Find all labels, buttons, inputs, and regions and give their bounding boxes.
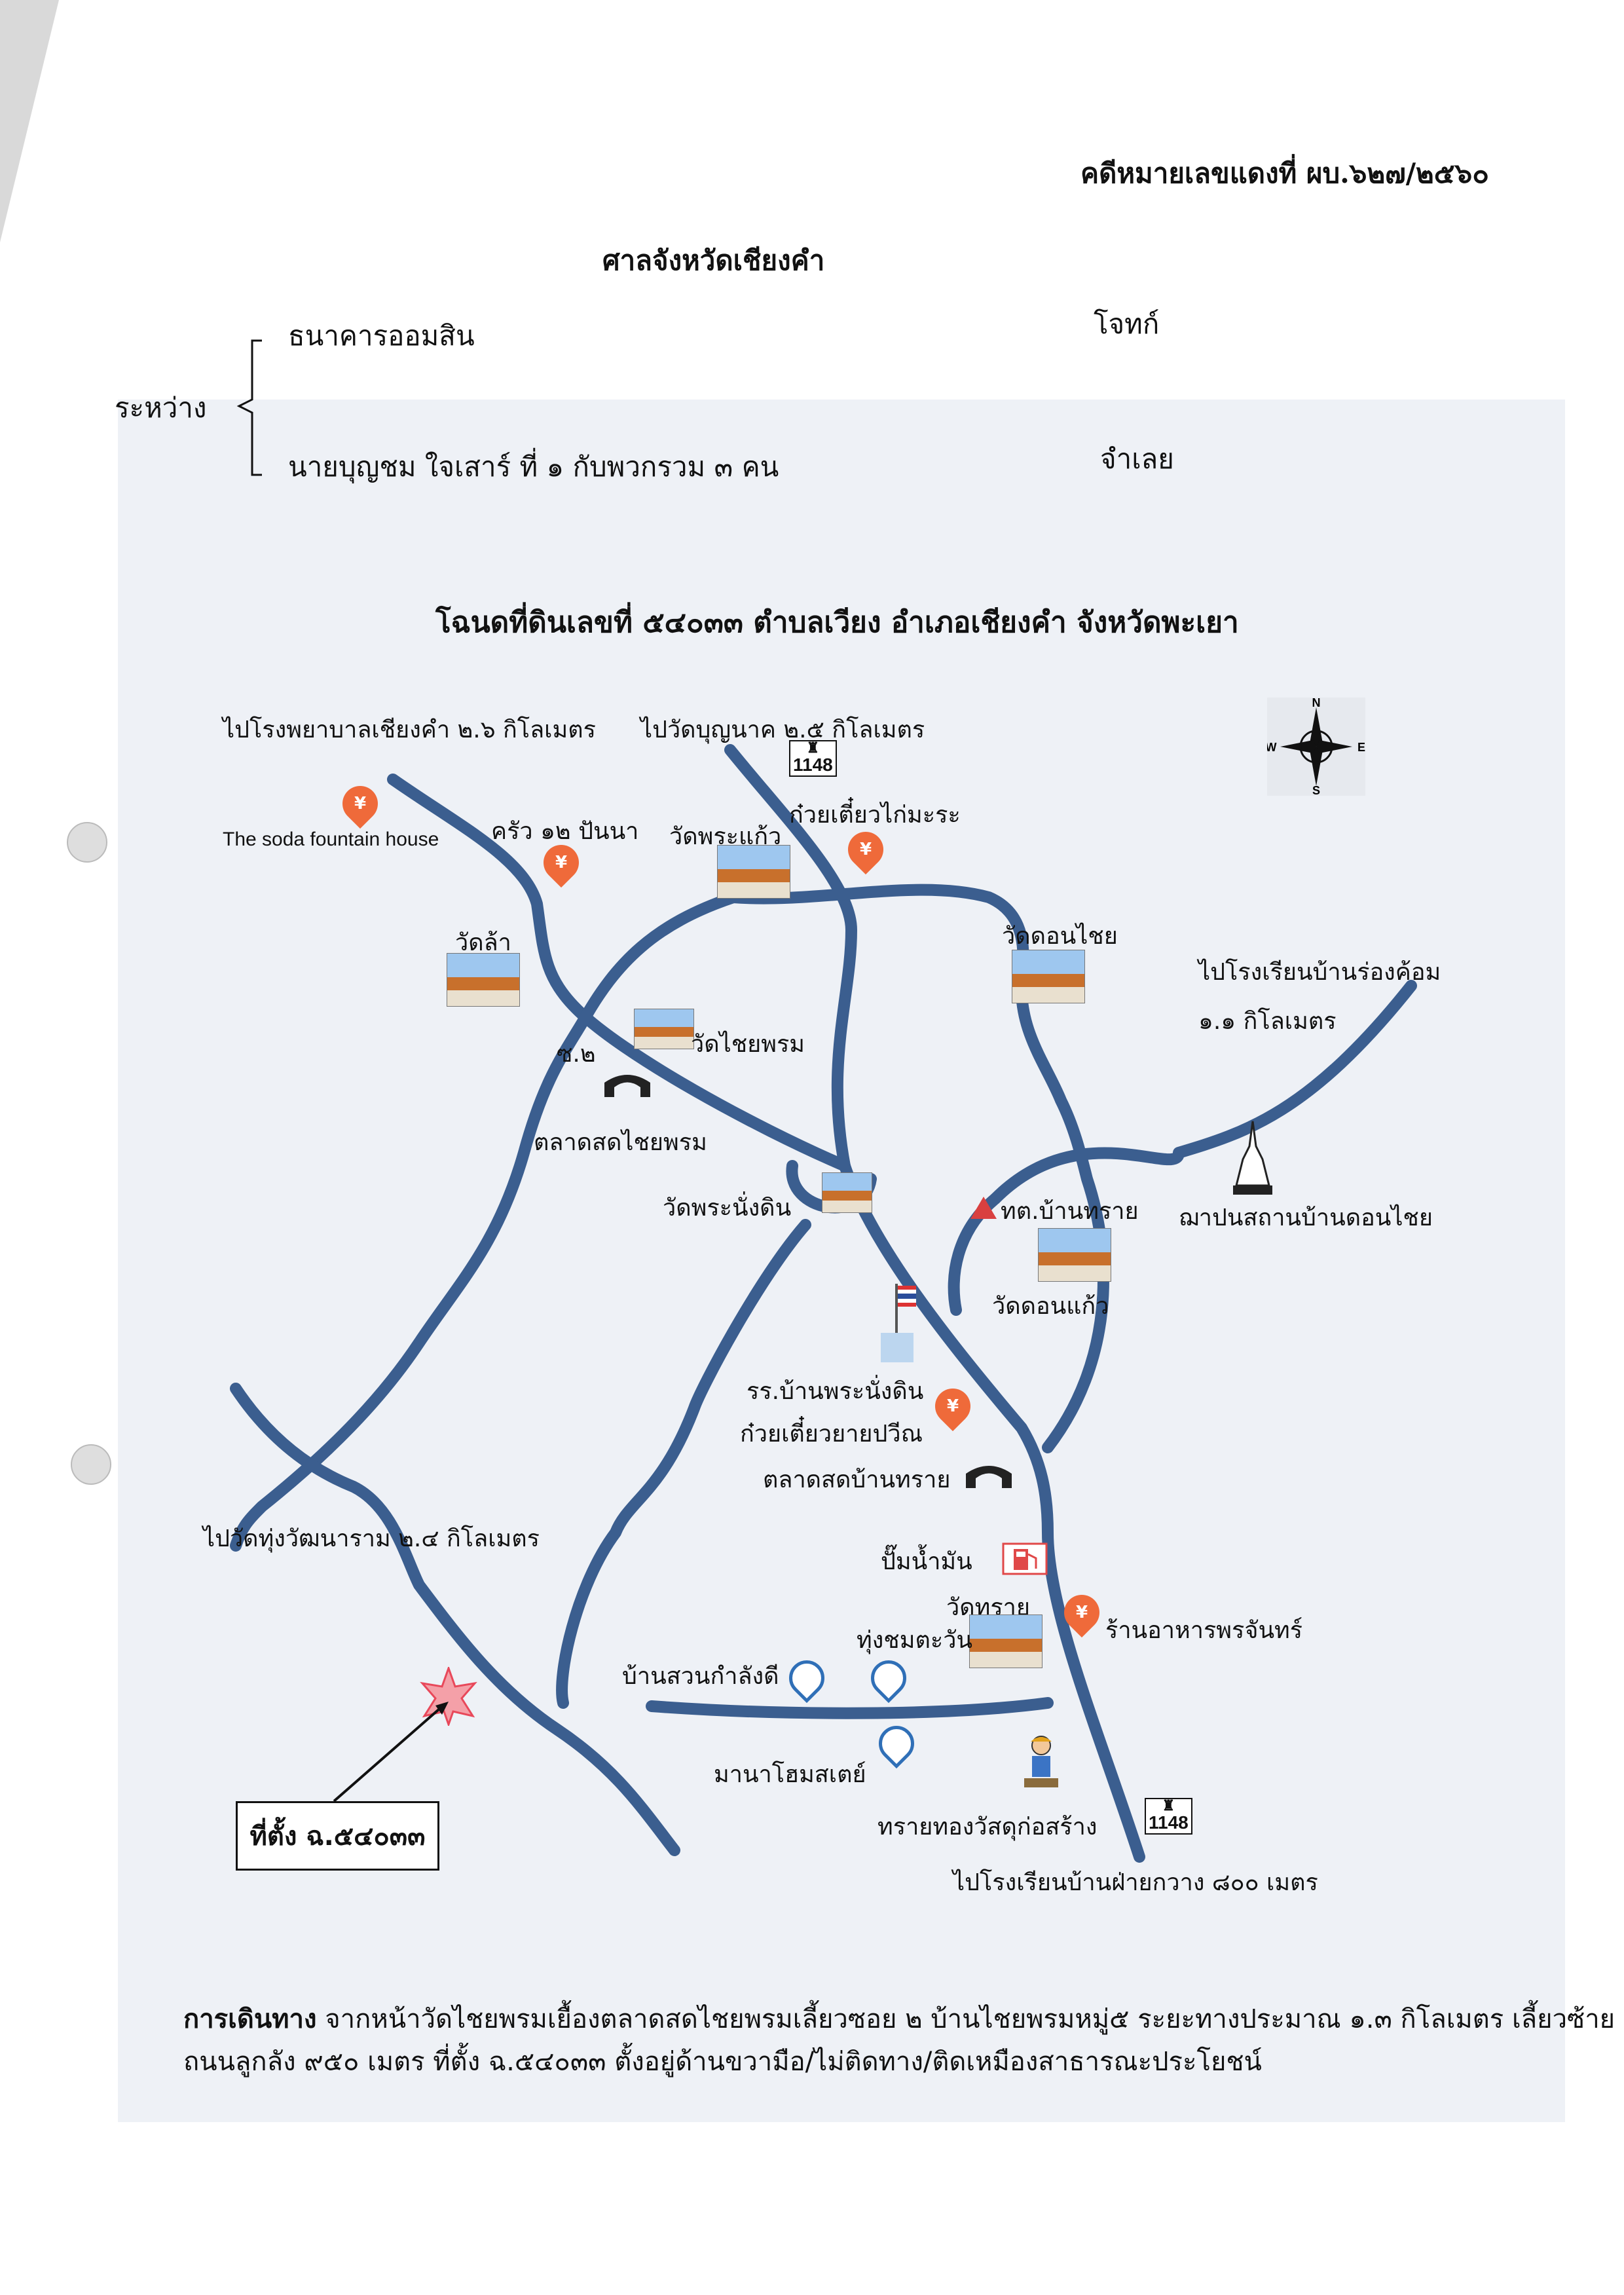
case-number: คดีหมายเลขแดงที่ ผบ.๖๒๗/๒๕๖๐ xyxy=(1080,157,1489,189)
road-south-local xyxy=(646,1697,1054,1719)
temple-icon-phra-nang-din xyxy=(822,1172,872,1213)
road-west-diagonal xyxy=(230,891,739,1552)
directions-line2: ถนนลูกลัง ๙๕๐ เมตร ที่ตั้ง ฉ.๕๔๐๓๓ ตั้งอ… xyxy=(183,2047,1262,2077)
compass-n: N xyxy=(1312,698,1321,709)
label-market-chai-phrom: ตลาดสดไชยพรม xyxy=(534,1129,707,1156)
fork-knife-icon: ¥ xyxy=(555,853,568,872)
defendant-role: จำเลย xyxy=(1100,443,1174,475)
label-chapanasathan: ฌาปนสถานบ้านดอนไชย xyxy=(1179,1204,1433,1231)
gas-pump-icon xyxy=(1002,1542,1048,1575)
label-kuay-tiew-kai: ก๋วยเตี๋ยวไก่มะระ xyxy=(789,802,961,829)
market-icon-ban-sai xyxy=(966,1466,1012,1488)
fork-knife-icon: ¥ xyxy=(354,794,367,813)
road-main-highway xyxy=(724,744,1145,1863)
label-to-school-rong-khom-2: ๑.๑ กิโลเมตร xyxy=(1198,1008,1337,1035)
temple-icon-phra-kaeo xyxy=(717,845,790,899)
compass-s: S xyxy=(1312,784,1320,796)
road-southwest xyxy=(230,1383,680,1856)
label-thung-chom: ทุ่งชมตะวัน xyxy=(857,1627,973,1654)
defendant-name: นายบุญชม ใจเสาร์ ที่ ๑ กับพวกรวม ๓ คน xyxy=(288,451,779,483)
label-to-wat-bunnak: ไปวัดบุญนาค ๒.๕ กิโลเมตร xyxy=(640,717,925,743)
label-market-ban-sai: ตลาดสดบ้านทราย xyxy=(763,1466,951,1493)
food-pin-khrua: ¥ xyxy=(536,837,587,888)
brace xyxy=(236,339,262,476)
food-pin-soda: ¥ xyxy=(335,778,386,829)
label-to-wat-thung: ไปวัดทุ่งวัฒนาราม ๒.๔ กิโลเมตร xyxy=(203,1525,540,1552)
label-wat-don-kaeo: วัดดอนแก้ว xyxy=(992,1293,1109,1320)
triangle-marker-icon xyxy=(970,1197,997,1219)
label-kuay-tiew-yai: ก๋วยเตี๋ยวยายปวีณ xyxy=(740,1421,923,1447)
compass-icon: N S W E xyxy=(1267,698,1365,796)
property-star-marker-icon xyxy=(420,1667,477,1726)
food-pin-kuay-tiew-kai: ¥ xyxy=(840,824,891,875)
construction-worker-icon xyxy=(1024,1736,1058,1787)
label-soi-2: ซ.๒ xyxy=(557,1041,596,1068)
binder-hole-top xyxy=(67,822,107,863)
label-wat-phra-nang-din: วัดพระนั่งดิน xyxy=(663,1195,792,1222)
label-gas-station: ปั๊มน้ำมัน xyxy=(881,1548,972,1575)
temple-icon-don-chai xyxy=(1012,950,1085,1003)
compass-e: E xyxy=(1357,741,1365,754)
binder-hole-bottom xyxy=(71,1444,111,1485)
food-pin-restaurant-phon: ¥ xyxy=(1056,1587,1107,1638)
label-to-school-fai: ไปโรงเรียนบ้านฝ่ายกวาง ๘๐๐ เมตร xyxy=(953,1869,1318,1896)
court-name: ศาลจังหวัดเชียงคำ xyxy=(602,244,825,276)
compass-w: W xyxy=(1267,741,1277,754)
fork-knife-icon: ¥ xyxy=(859,840,872,859)
label-soda-fountain: The soda fountain house xyxy=(223,829,439,850)
school-flag-icon xyxy=(881,1284,916,1362)
temple-icon-wat-la xyxy=(447,953,520,1007)
label-restaurant-phon: ร้านอาหารพรจันทร์ xyxy=(1105,1617,1303,1644)
label-to-hospital: ไปโรงพยาบาลเชียงคำ ๒.๖ กิโลเมตร xyxy=(223,717,596,743)
fork-knife-icon: ¥ xyxy=(946,1396,959,1416)
location-box: ที่ตั้ง ฉ.๕๔๐๓๓ xyxy=(236,1801,439,1871)
label-wat-chai-phrom: วัดไชยพรม xyxy=(691,1031,805,1058)
label-sai-thong: ทรายทองวัสดุก่อสร้าง xyxy=(877,1814,1098,1840)
page-corner-fold xyxy=(0,0,59,242)
label-mana-home: มานาโฮมสเตย์ xyxy=(714,1761,866,1788)
road-northwest xyxy=(387,774,851,1172)
directions-text-1: จากหน้าวัดไชยพรมเยื้องตลาดสดไชยพรมเลี้ยว… xyxy=(325,2004,1615,2034)
label-khrua-12: ครัว ๑๒ ปันนา xyxy=(491,818,639,845)
label-wat-don-chai: วัดดอนไชย xyxy=(1002,923,1118,950)
label-school-phra-nang-din: รร.บ้านพระนั่งดิน xyxy=(747,1378,924,1405)
route-marker-north: ♜1148 xyxy=(789,740,837,777)
fork-knife-icon: ¥ xyxy=(1075,1603,1088,1622)
plaintiff-role: โจทก์ xyxy=(1094,308,1160,340)
between-label: ระหว่าง xyxy=(115,392,207,424)
location-pointer-arrow xyxy=(333,1702,449,1802)
map-title: โฉนดที่ดินเลขที่ ๕๔๐๓๓ ตำบลเวียง อำเภอเช… xyxy=(435,606,1239,639)
label-to-school-rong-khom-1: ไปโรงเรียนบ้านร่องค้อม xyxy=(1198,959,1441,986)
directions-line1: การเดินทาง จากหน้าวัดไชยพรมเยื้องตลาดสดไ… xyxy=(183,1998,1615,2040)
temple-icon-don-kaeo xyxy=(1038,1228,1111,1282)
route-marker-south: ♜1148 xyxy=(1145,1798,1192,1835)
crematorium-icon xyxy=(1233,1121,1272,1195)
label-ban-suan: บ้านสวนกำลังดี xyxy=(622,1663,779,1690)
directions-label: การเดินทาง xyxy=(183,2004,317,2034)
plaintiff-name: ธนาคารออมสิน xyxy=(288,320,475,352)
road-center-south xyxy=(556,1219,811,1709)
market-icon-chai-phrom xyxy=(604,1075,650,1097)
label-wat-la: วัดล้า xyxy=(455,929,511,956)
temple-icon-wat-sai xyxy=(969,1614,1043,1668)
food-pin-kuay-tiew-yai: ¥ xyxy=(927,1381,978,1432)
road-east xyxy=(989,980,1417,1204)
label-tessaban: ทต.บ้านทราย xyxy=(1001,1198,1139,1225)
temple-icon-chai-phrom xyxy=(634,1009,694,1049)
